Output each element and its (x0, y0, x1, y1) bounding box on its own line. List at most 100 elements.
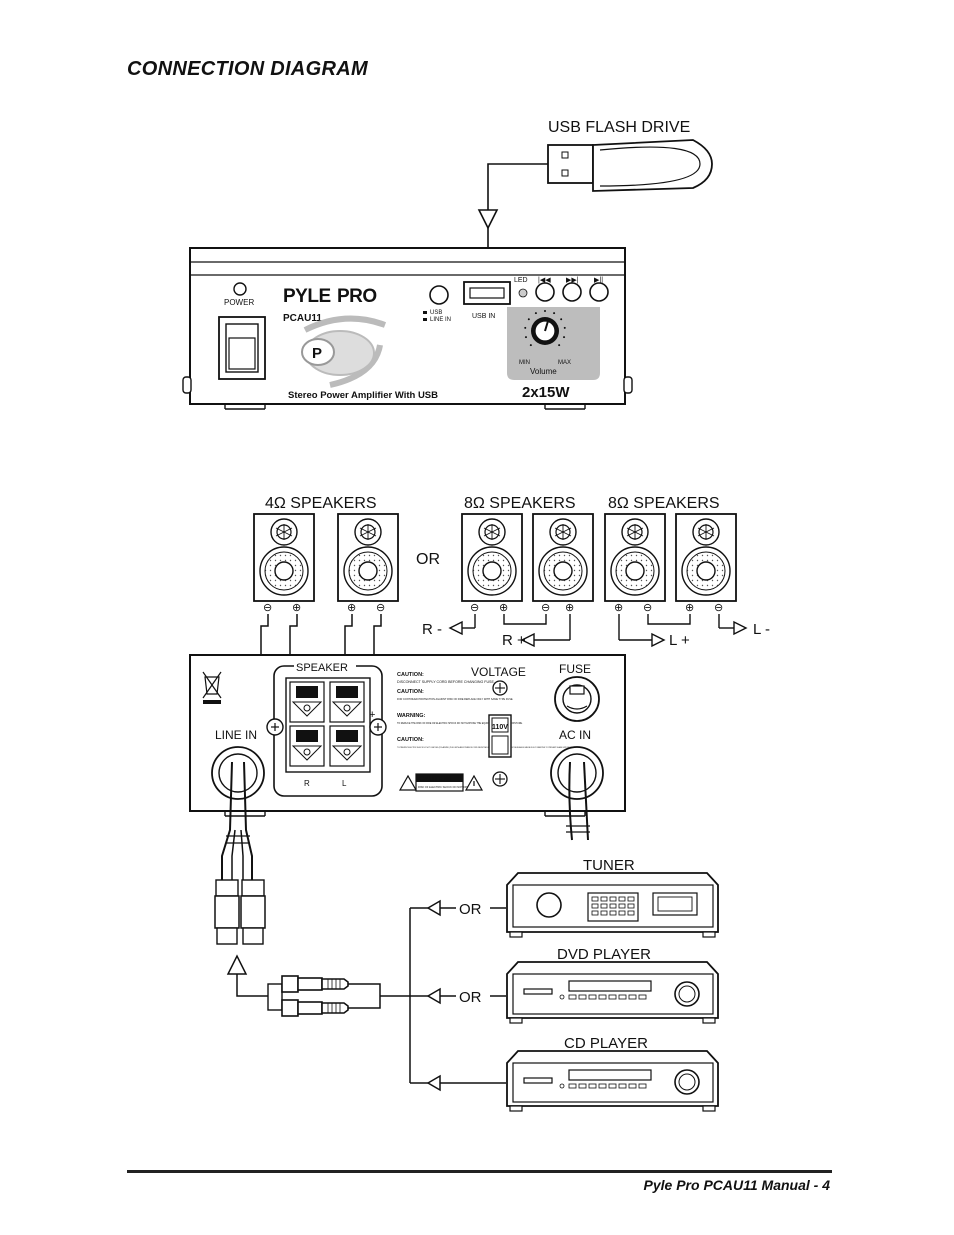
speaker-8ohm-a-2 (532, 513, 594, 602)
voltage-screw-top-icon (492, 680, 508, 696)
polarity-minus-1: ⊖ (263, 602, 272, 614)
tuner-device: TUNER (506, 857, 719, 938)
play-pause-button[interactable] (589, 282, 609, 302)
model-label: PCAU11 (283, 313, 322, 324)
fuse-holder[interactable] (554, 676, 600, 722)
caution-badge: CAUTION RISK OF ELECTRIC SHOCK DO NOT OP… (398, 773, 484, 792)
speaker-4ohm-left (337, 513, 399, 602)
line-in-jack[interactable] (211, 746, 265, 800)
speaker-group-4ohm: 4Ω SPEAKERS (265, 495, 377, 512)
prev-button[interactable] (535, 282, 555, 302)
safety-warnings: CAUTION: DISCONNECT SUPPLY CORD BEFORE C… (397, 672, 573, 749)
mode-usb-label: USB (430, 310, 442, 316)
ac-in-inlet[interactable] (550, 746, 604, 800)
speaker-4ohm-right (253, 513, 315, 602)
caution-2-title: CAUTION: (397, 689, 424, 695)
warning-text: TO REDUCE THE RISK OF FIRE OR ELECTRIC S… (397, 722, 523, 725)
polarity-plus-2: ⊕ (347, 602, 356, 614)
power-label: POWER (224, 298, 254, 307)
power-rating: 2x15W (522, 384, 570, 401)
caution-badge-label: CAUTION (419, 776, 451, 783)
pyle-swoosh-logo-icon: P (301, 315, 387, 388)
cd-player-device: CD PLAYER (506, 1035, 719, 1112)
speaker-8ohm-b-2 (675, 513, 737, 602)
l-minus-label: L - (753, 621, 770, 638)
usb-flash-drive: USB FLASH DRIVE (477, 119, 713, 280)
brand-logo-right: PRO (337, 286, 377, 307)
speakers-or-label: OR (416, 551, 440, 568)
polarity-plus-4: ⊕ (565, 602, 574, 614)
terminal-plus-label: + (369, 709, 375, 721)
caution-badge-sub: RISK OF ELECTRIC SHOCK DO NOT OPEN (418, 785, 471, 789)
polarity-minus-5: ⊖ (643, 602, 652, 614)
usb-flash-drive-label: USB FLASH DRIVE (548, 119, 690, 136)
weee-bin-icon (202, 671, 222, 704)
next-label: ▶▶| (566, 277, 579, 284)
l-plus-label: L + (669, 632, 690, 649)
next-button[interactable] (562, 282, 582, 302)
mode-line-in-label: LINE IN (430, 317, 451, 323)
voltage-screw-bottom-icon (492, 771, 508, 787)
usb-in-port[interactable] (463, 281, 511, 305)
ac-power-cord (566, 761, 590, 841)
tuner-label: TUNER (583, 857, 635, 874)
polarity-plus-1: ⊕ (292, 602, 301, 614)
source-arrows: OR OR (410, 899, 506, 1092)
status-led-icon (518, 288, 528, 298)
volume-min-label: MIN (519, 360, 530, 366)
ac-in-label: AC IN (559, 728, 591, 742)
speaker-8ohm-a-1 (461, 513, 523, 602)
channel-l-label: L (342, 779, 347, 788)
usb-in-label: USB IN (472, 313, 495, 320)
caution-1-text: DISCONNECT SUPPLY CORD BEFORE CHANGING F… (397, 680, 495, 684)
source-or-1: OR (459, 901, 482, 918)
caution-1-title: CAUTION: (397, 672, 424, 678)
dvd-player-label: DVD PLAYER (557, 946, 651, 963)
caution-3-text: TO PREVENT ELECTRIC SHOCK DO NOT USE THI… (397, 746, 573, 749)
volume-max-label: MAX (558, 360, 571, 366)
footer-text: Pyle Pro PCAU11 Manual - 4 (643, 1177, 830, 1193)
cd-player-label: CD PLAYER (564, 1035, 648, 1052)
source-or-2: OR (459, 989, 482, 1006)
caution-2-text: FOR CONTINUED PROTECTION AGAINST RISK OF… (397, 698, 514, 701)
tagline: Stereo Power Amplifier With USB (288, 390, 438, 401)
amplifier-rear-panel: LINE IN SPEAKER + R L CAUTION: DISCONNEC… (189, 654, 626, 841)
line-in-rca-cable (214, 761, 268, 997)
polarity-minus-2: ⊖ (376, 602, 385, 614)
page-title: CONNECTION DIAGRAM (127, 58, 368, 80)
channel-r-label: R (304, 779, 310, 788)
speaker-group-8ohm-a: 8Ω SPEAKERS (464, 495, 576, 512)
footer-rule (127, 1170, 832, 1173)
speakers: 4Ω SPEAKERS 8Ω SPEAKERS 8Ω SPEAKERS OR ⊖… (253, 495, 770, 739)
polarity-minus-6: ⊖ (714, 602, 723, 614)
play-pause-label: ▶|| (594, 277, 603, 284)
voltage-value: 110V (492, 724, 508, 731)
ir-sensor-icon (429, 285, 449, 305)
logo-letter: P (312, 345, 322, 362)
prev-label: |◀◀ (538, 277, 551, 284)
volume-label: Volume (530, 367, 557, 376)
polarity-minus-4: ⊖ (541, 602, 550, 614)
caution-3-title: CAUTION: (397, 737, 424, 743)
line-in-label: LINE IN (215, 728, 257, 742)
volume-knob[interactable] (524, 310, 566, 347)
speaker-8ohm-b-1 (604, 513, 666, 602)
power-switch[interactable] (218, 316, 266, 380)
r-plus-label: R + (502, 632, 526, 649)
brand-logo-left: PYLE (283, 286, 331, 307)
polarity-plus-3: ⊕ (499, 602, 508, 614)
power-led-icon (233, 282, 247, 296)
warning-title: WARNING: (397, 713, 426, 719)
voltage-label: VOLTAGE (471, 665, 526, 679)
led-label: LED (514, 277, 528, 284)
fuse-label: FUSE (559, 662, 591, 676)
voltage-selector[interactable]: 110V (488, 714, 512, 758)
source-rca-cable (267, 908, 411, 1083)
polarity-minus-3: ⊖ (470, 602, 479, 614)
amplifier-front-panel: POWER PYLE PRO PCAU11 P Stereo Power Amp… (182, 247, 633, 410)
r-minus-label: R - (422, 621, 442, 638)
speaker-terminal-block[interactable] (266, 665, 387, 797)
dvd-player-device: DVD PLAYER (506, 946, 719, 1024)
speaker-group-8ohm-b: 8Ω SPEAKERS (608, 495, 720, 512)
